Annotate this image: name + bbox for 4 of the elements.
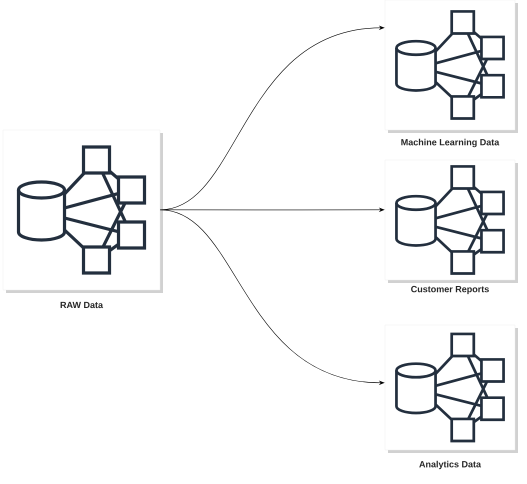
tile-label: Analytics Data	[419, 460, 482, 470]
tile-label: Machine Learning Data	[401, 138, 500, 148]
tile-label: Customer Reports	[411, 286, 489, 294]
tile-label: RAW Data	[60, 302, 104, 308]
